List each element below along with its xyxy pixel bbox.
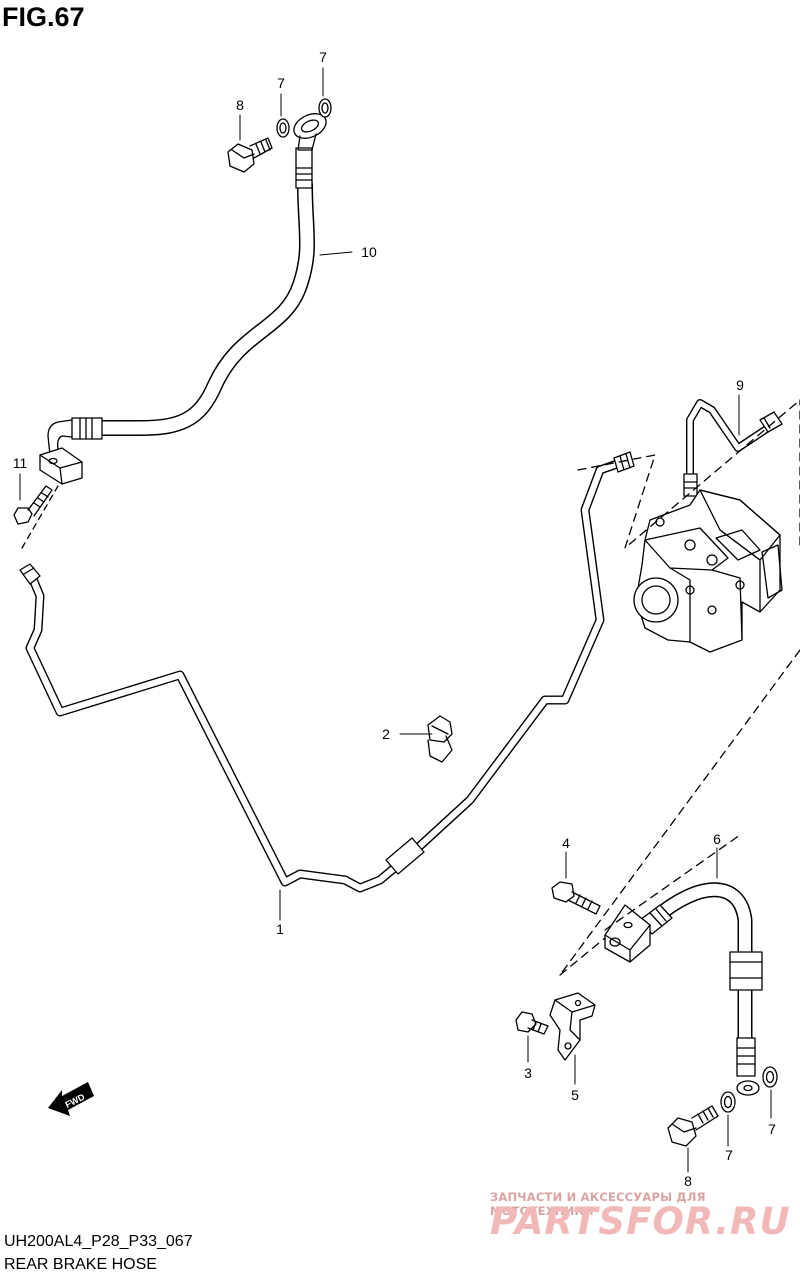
washer-part-7-b [318, 98, 332, 118]
callout-1: 1 [276, 921, 284, 937]
washer-part-7-a [276, 118, 290, 138]
joint-block [604, 904, 651, 963]
hose-lower-part-6 [639, 882, 763, 1096]
callout-7-c: 7 [725, 1147, 733, 1163]
callout-7-a: 7 [277, 75, 285, 91]
bolt-part-11 [13, 485, 59, 549]
bolt-part-4 [551, 881, 601, 915]
callout-2: 2 [382, 726, 390, 742]
brake-pipe-part-1 [19, 451, 635, 893]
callout-4: 4 [562, 835, 570, 851]
figure-code: UH200AL4_P28_P33_067 [4, 1233, 193, 1250]
bolt-part-3 [515, 1011, 549, 1035]
bracket-part-5 [549, 992, 596, 1061]
leader-lines [19, 67, 772, 1173]
figure-name: REAR BRAKE HOSE [4, 1256, 157, 1273]
figure-title: FIG.67 [2, 2, 85, 32]
abs-unit [633, 489, 783, 653]
callout-10: 10 [361, 244, 377, 260]
callout-7-d: 7 [768, 1121, 776, 1137]
callout-3: 3 [524, 1065, 532, 1081]
washer-part-7-d [762, 1066, 778, 1088]
callout-6: 6 [713, 831, 721, 847]
fwd-arrow-icon: FWD [48, 1082, 94, 1116]
brake-pipe-part-9 [683, 399, 783, 497]
callout-labels: 8 7 7 10 11 9 2 1 4 6 3 5 8 7 7 [13, 49, 776, 1189]
banjo-bolt-part-8-lower [667, 1105, 719, 1147]
hose-upper-part-10 [47, 113, 327, 456]
watermark-logo: PARTSFOR.RU [490, 1200, 791, 1243]
washer-part-7-c [720, 1091, 736, 1113]
callout-9: 9 [736, 377, 744, 393]
callout-8-upper: 8 [236, 97, 244, 113]
callout-5: 5 [571, 1087, 579, 1103]
clip-part-2 [427, 715, 453, 763]
callout-7-b: 7 [319, 49, 327, 65]
bracket-part-11 [39, 447, 83, 485]
watermark-tagline: ЗАПЧАСТИ И АКСЕССУАРЫ ДЛЯ МОТОТЕХНИКИ [490, 1190, 706, 1218]
callout-8-lower: 8 [684, 1173, 692, 1189]
callout-11: 11 [13, 455, 28, 471]
banjo-bolt-part-8-upper [227, 137, 273, 173]
